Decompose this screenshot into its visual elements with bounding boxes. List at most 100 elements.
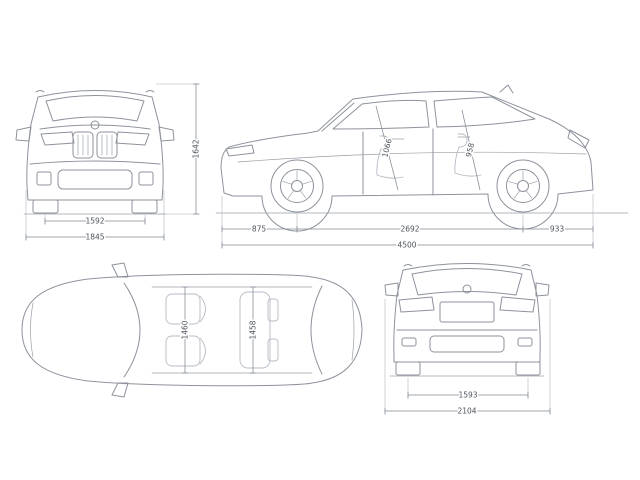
door-handles <box>391 136 471 140</box>
mirror-top-right <box>111 382 129 398</box>
dim-length-label: 4500 <box>397 241 416 250</box>
mirror-top-left <box>111 262 129 278</box>
front-wheel-left <box>32 199 59 214</box>
extension-lines-rear <box>384 299 551 415</box>
taillight-left <box>398 296 435 313</box>
side-view-body <box>215 84 629 232</box>
dim-line-rear-track <box>407 392 529 398</box>
character-line <box>237 151 587 163</box>
dim-line-height <box>193 83 199 215</box>
front-view: 1592 1845 1642 <box>15 83 202 243</box>
taillight-right <box>499 296 536 313</box>
rear-wheel-left <box>395 361 421 376</box>
rear-headrest-left <box>267 298 279 322</box>
front-wheel-hub <box>291 180 303 192</box>
dim-line-length <box>221 242 594 248</box>
dim-front-overhang-label: 875 <box>252 225 267 234</box>
license-plate <box>439 301 495 323</box>
front-bumper-top <box>30 302 34 358</box>
rear-wheel-right <box>515 361 541 376</box>
rear-silhouette <box>393 263 541 363</box>
mirror-right <box>158 126 175 142</box>
taillight-side <box>567 129 590 149</box>
headlight-right <box>115 131 150 146</box>
rear-window-top <box>310 285 323 375</box>
top-silhouette <box>21 273 363 387</box>
rear-wheel-hub <box>517 180 529 192</box>
headlight-side <box>225 144 255 157</box>
seat-front-left <box>165 293 201 325</box>
side-view-interior <box>376 133 482 179</box>
windshield-top <box>123 282 141 378</box>
rear-window <box>411 268 523 296</box>
rear-wheel-rim <box>506 169 540 203</box>
dim-front-height-label: 1642 <box>192 139 201 158</box>
rear-end-top <box>351 299 355 361</box>
dim-rear-track-label: 1593 <box>458 391 477 400</box>
side-silhouette <box>220 90 594 232</box>
front-view-body <box>15 90 175 215</box>
front-seat <box>376 135 404 179</box>
mirror-rear-left <box>384 282 399 297</box>
air-intake <box>57 169 133 190</box>
dim-top-front-width-label: 1460 <box>181 320 190 339</box>
rear-view-body <box>384 263 550 377</box>
seatback-front-left <box>199 295 206 323</box>
rear-wheel-tire <box>496 159 550 213</box>
top-view-dimensions: 1460 1458 <box>179 286 259 374</box>
dim-front-track-label: 1592 <box>85 217 104 226</box>
dim-line-mirror-width <box>384 408 551 414</box>
kidney-grille-right <box>96 131 118 159</box>
antenna-fin <box>499 84 514 94</box>
side-view-dimensions: 875 2692 933 4500 <box>221 194 594 251</box>
front-wheel-rim <box>280 169 314 203</box>
top-view-body <box>21 262 363 398</box>
rear-seat <box>454 133 482 177</box>
dim-line-front-width <box>182 286 188 374</box>
roof-rail-rear-left <box>403 264 413 267</box>
roof-rail-rear-right <box>521 264 531 267</box>
front-door-window <box>332 99 430 130</box>
dim-front-headroom-label: 1066 <box>380 137 393 158</box>
dim-top-rear-width-label: 1458 <box>249 320 258 339</box>
mirror-rear-right <box>535 282 550 297</box>
dim-line-track <box>44 218 146 224</box>
a-pillar <box>321 102 355 132</box>
bmw-roundel-front <box>90 120 100 130</box>
front-view-dimensions: 1592 1845 1642 <box>25 83 202 243</box>
dim-mirror-width-label: 2104 <box>457 407 476 416</box>
kidney-grille-left <box>72 131 94 159</box>
dim-line-width <box>25 234 165 240</box>
fog-lamp-right <box>138 171 154 186</box>
windshield <box>45 95 145 122</box>
rear-headrest-right <box>267 338 279 362</box>
front-silhouette <box>26 90 164 201</box>
side-view: 1066 958 875 2692 933 4500 <box>215 84 629 251</box>
seat-front-right <box>165 335 201 367</box>
dim-line-rear-width <box>250 286 256 374</box>
headlight-left <box>40 131 75 146</box>
grille-bars <box>77 134 113 156</box>
seatback-front-right <box>199 337 206 365</box>
diffuser <box>429 335 505 353</box>
reflector-right <box>517 337 533 347</box>
rear-wheel-spokes <box>508 170 538 199</box>
headroom-lines <box>375 105 481 191</box>
rear-door-window <box>433 96 536 128</box>
front-wheel-spokes <box>282 170 312 199</box>
hood-line <box>39 124 151 130</box>
top-view: 1460 1458 <box>21 262 363 398</box>
roof-edges <box>151 286 313 374</box>
bmw-roundel-rear <box>462 284 472 294</box>
reflector-left <box>401 337 417 347</box>
dim-rear-overhang-label: 933 <box>550 225 565 234</box>
bumper-line <box>29 160 161 165</box>
front-wheel-tire <box>270 159 324 213</box>
rear-view: 1593 2104 <box>384 263 551 417</box>
door-lines <box>362 128 434 196</box>
mirror-left <box>15 126 32 142</box>
fog-lamp-left <box>36 171 52 186</box>
top-view-interior <box>165 291 279 369</box>
